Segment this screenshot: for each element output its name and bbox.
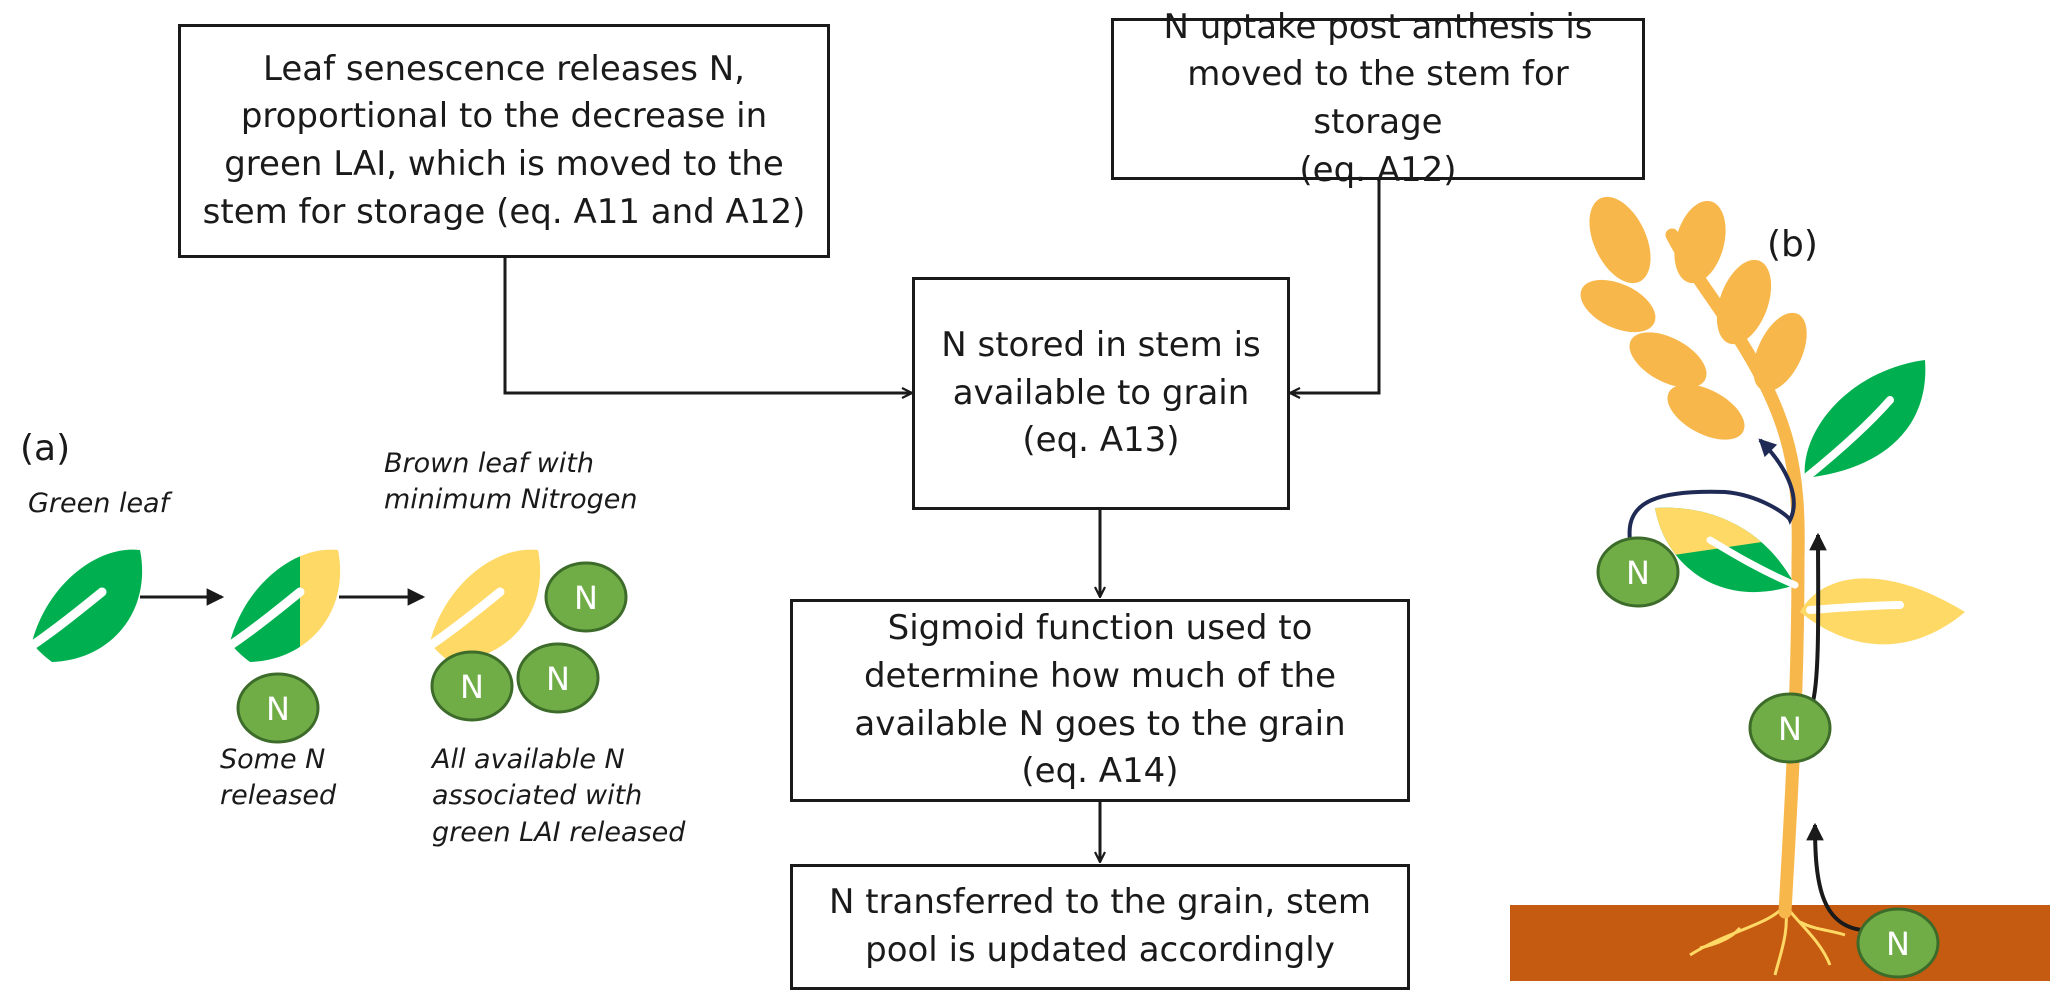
svg-text:N: N bbox=[1626, 554, 1650, 592]
arrow-root-uptake bbox=[1806, 822, 1863, 932]
n-token-leaf: N bbox=[1596, 536, 1680, 608]
caption-brown-leaf: Brown leaf with minimum Nitrogen bbox=[384, 448, 638, 516]
right-yellow-leaf bbox=[1800, 578, 1965, 645]
svg-text:N: N bbox=[546, 660, 570, 698]
stem bbox=[1665, 228, 1805, 919]
n-token-some-released: N bbox=[236, 672, 320, 744]
box-transferred-text: N transferred to the grain, stem pool is… bbox=[828, 882, 1372, 970]
svg-text:N: N bbox=[266, 690, 290, 728]
arrow-leaf-to-grain bbox=[1627, 438, 1796, 541]
box-leaf-senescence: Leaf senescence releases N, proportional… bbox=[178, 24, 830, 258]
n-token-released-1: N bbox=[544, 561, 628, 633]
caption-green-leaf: Green leaf bbox=[28, 488, 170, 519]
svg-text:N: N bbox=[460, 668, 484, 706]
grain-head bbox=[1580, 196, 1807, 440]
upper-green-leaf bbox=[1804, 360, 1926, 480]
half-senesced-leaf-icon bbox=[209, 549, 341, 662]
caption-all-n-released: All available N associated with green LA… bbox=[432, 744, 686, 848]
plant-illustration: N N N bbox=[1510, 196, 2050, 981]
n-token-released-2: N bbox=[430, 650, 514, 722]
arrow-stem-up bbox=[1809, 532, 1827, 706]
n-token-stem: N bbox=[1748, 692, 1832, 764]
svg-text:N: N bbox=[574, 579, 598, 617]
box-sigmoid-text: Sigmoid function used to determine how m… bbox=[854, 608, 1346, 792]
box-n-stored: N stored in stem is available to grain (… bbox=[912, 277, 1290, 510]
box-leaf-senescence-text: Leaf senescence releases N, proportional… bbox=[202, 48, 806, 232]
n-token-released-3: N bbox=[516, 642, 600, 714]
panel-label-a: (a) bbox=[20, 428, 71, 469]
panel-label-b: (b) bbox=[1767, 224, 1818, 265]
box-n-uptake-text: N uptake post anthesis is moved to the s… bbox=[1163, 6, 1593, 190]
box-n-uptake: N uptake post anthesis is moved to the s… bbox=[1111, 7, 1645, 190]
flowchart-connectors bbox=[503, 180, 1381, 862]
brown-leaf-icon bbox=[409, 549, 541, 662]
box-sigmoid: Sigmoid function used to determine how m… bbox=[790, 599, 1410, 802]
caption-some-n-released: Some N released bbox=[220, 744, 337, 812]
svg-text:N: N bbox=[1778, 710, 1802, 748]
green-leaf-icon bbox=[11, 549, 143, 662]
soil bbox=[1510, 905, 2050, 981]
arrow-uptake-to-stem bbox=[1290, 180, 1381, 393]
box-n-stored-text: N stored in stem is available to grain (… bbox=[941, 325, 1261, 461]
box-transferred: N transferred to the grain, stem pool is… bbox=[790, 864, 1410, 990]
n-token-soil: N bbox=[1856, 907, 1940, 979]
svg-text:N: N bbox=[1886, 925, 1910, 963]
arrow-senescence-to-stem bbox=[503, 258, 912, 393]
